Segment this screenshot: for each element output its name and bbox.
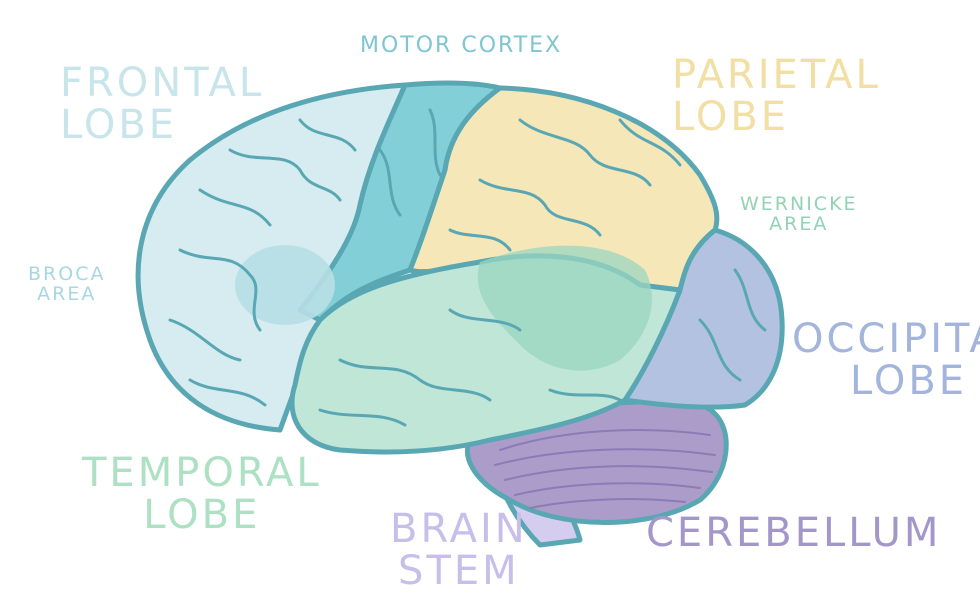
broca-area-label-line2: AREA (37, 282, 97, 305)
brain-stem-label-line1: BRAIN (390, 506, 528, 552)
frontal-lobe-label: FRONTAL LOBE (60, 62, 264, 146)
gyri-lines (168, 108, 767, 427)
cerebellum-label: CEREBELLUM (646, 510, 942, 556)
broca-area-region (235, 245, 335, 325)
frontal-lobe-label-line1: FRONTAL (60, 60, 265, 106)
temporal-lobe-label-line1: TEMPORAL (82, 450, 322, 496)
occipital-lobe-label-line1: OCCIPITAL (792, 316, 980, 362)
parietal-lobe-label: PARIETAL LOBE (672, 54, 881, 138)
brain-stem-label-line2: STEM (398, 548, 520, 594)
brain-stem-label: BRAIN STEM (390, 508, 528, 592)
temporal-lobe-label-line2: LOBE (143, 492, 261, 538)
wernicke-area-label-line2: AREA (769, 212, 829, 235)
occipital-lobe-label-line2: LOBE (849, 358, 968, 404)
wernicke-area-label: WERNICKE AREA (740, 193, 858, 235)
temporal-lobe-label: TEMPORAL LOBE (82, 452, 322, 536)
cerebellum-lines (494, 429, 716, 509)
broca-area-label-line1: BROCA (28, 263, 106, 285)
parietal-lobe-label-line1: PARIETAL (672, 52, 881, 98)
frontal-lobe-label-line2: LOBE (60, 102, 178, 148)
broca-area-label: BROCA AREA (28, 263, 106, 305)
occipital-lobe-label: OCCIPITAL LOBE (792, 318, 980, 402)
wernicke-area-label-line1: WERNICKE (740, 193, 858, 215)
motor-cortex-label: MOTOR CORTEX (360, 33, 563, 58)
parietal-lobe-label-line2: LOBE (672, 94, 790, 140)
wernicke-area-region (477, 245, 652, 371)
